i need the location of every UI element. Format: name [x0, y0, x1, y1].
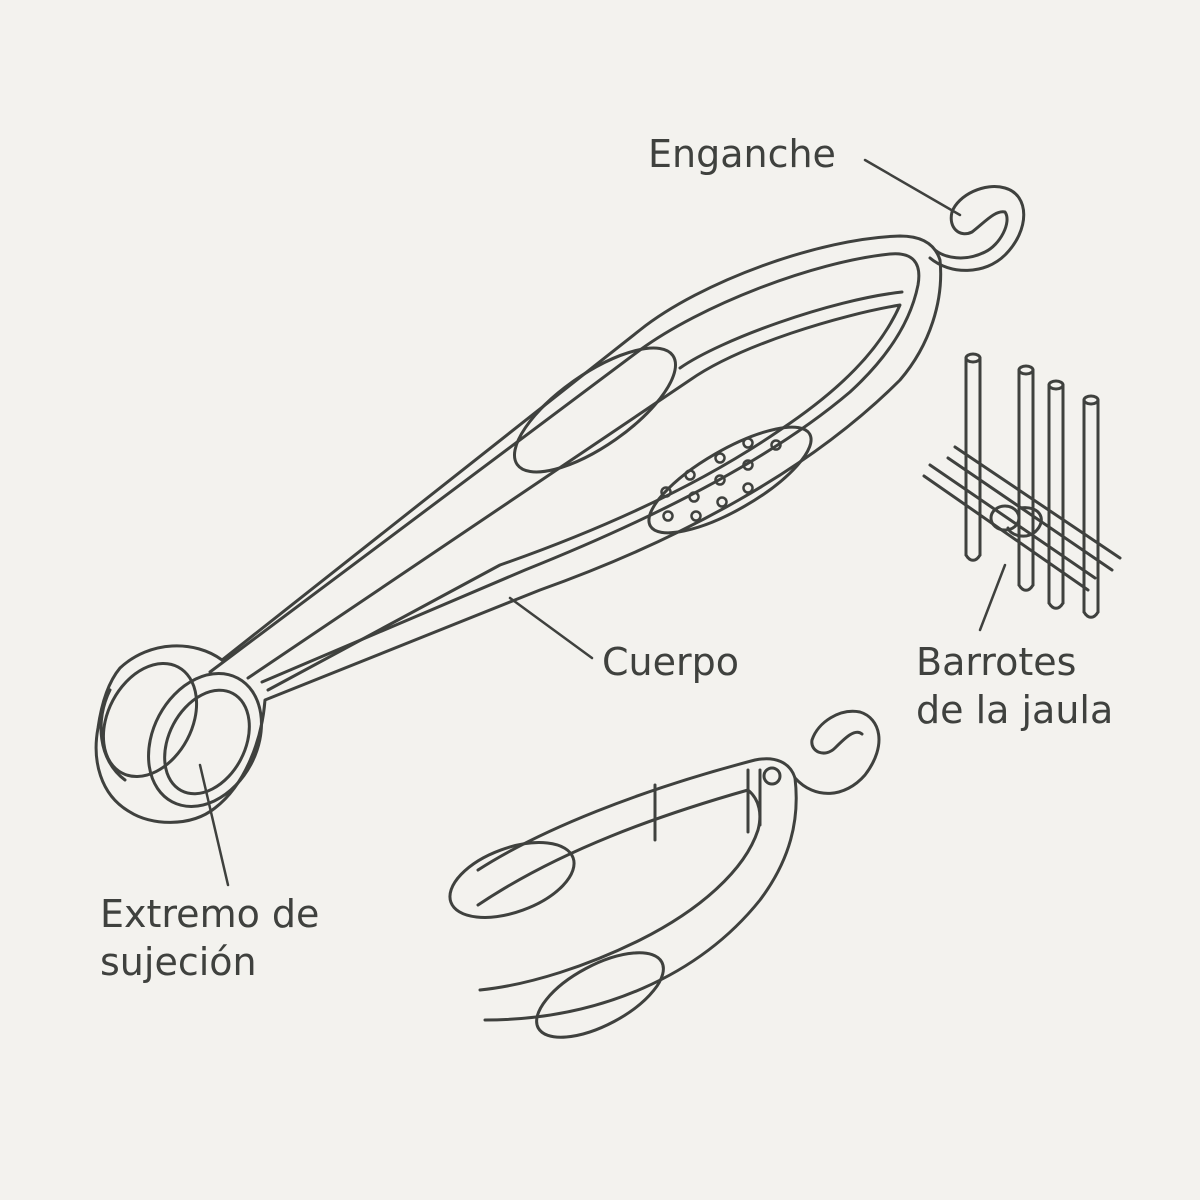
cage-bars [922, 352, 1122, 619]
leader-extremo [198, 763, 230, 887]
leader-enganche [863, 158, 962, 217]
leader-lines [198, 158, 1007, 887]
label-extremo: Extremo de sujeción [100, 890, 319, 986]
label-cuerpo-text: Cuerpo [602, 640, 739, 684]
main-clip [94, 185, 1026, 824]
grip-pad [647, 425, 813, 535]
label-cuerpo: Cuerpo [602, 638, 739, 686]
body-channel [246, 303, 902, 692]
leader-cuerpo [508, 596, 594, 660]
grip-end-ring [99, 661, 263, 808]
label-enganche-text: Enganche [648, 132, 836, 176]
label-barrotes: Barrotes de la jaula [916, 638, 1113, 734]
grip-window [512, 346, 678, 474]
label-extremo-line-1: Extremo de [100, 892, 320, 936]
label-extremo-line-2: sujeción [100, 940, 257, 984]
grip-dots [660, 437, 782, 522]
hook [928, 185, 1026, 272]
label-barrotes-line-2: de la jaula [916, 688, 1114, 732]
label-barrotes-line-1: Barrotes [916, 640, 1077, 684]
body-channel-top [678, 290, 904, 370]
body-outline [94, 234, 943, 824]
detail-view [448, 709, 881, 1039]
leader-barrotes [978, 563, 1007, 632]
label-enganche: Enganche [648, 130, 836, 178]
